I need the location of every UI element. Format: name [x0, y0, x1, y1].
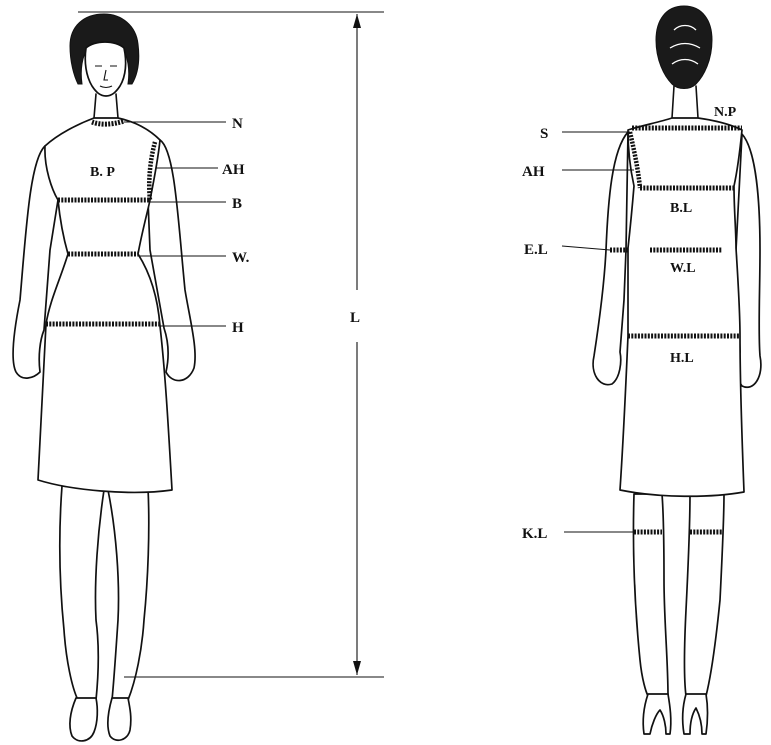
label-back-armhole: AH — [522, 164, 545, 180]
back-figure: N.P S AH B.L E.L W.L H.L K.L — [522, 6, 761, 734]
label-hip-line: H.L — [670, 351, 694, 366]
front-right-leg — [108, 488, 149, 700]
back-right-shoe — [683, 694, 708, 734]
label-bust-point: B. P — [90, 165, 115, 180]
label-knee-line: K.L — [522, 526, 547, 542]
back-hair — [656, 6, 712, 89]
front-figure: N B. P AH B W. H L — [13, 12, 384, 741]
back-left-leg — [633, 494, 668, 696]
label-elbow-line: E.L — [524, 242, 548, 258]
back-right-leg — [685, 494, 725, 696]
length-arrow-bottom — [353, 661, 361, 675]
front-left-shoe — [70, 698, 97, 741]
back-neck — [672, 86, 698, 118]
label-bust: B — [232, 196, 242, 212]
label-waist: W. — [232, 250, 250, 266]
label-neck-point: N.P — [714, 105, 737, 120]
label-front-armhole: AH — [222, 162, 245, 178]
back-elbow-leader — [562, 246, 610, 250]
front-right-shoe — [108, 698, 131, 740]
label-length: L — [350, 310, 360, 326]
label-bust-line: B.L — [670, 201, 692, 216]
label-shoulder: S — [540, 126, 548, 142]
front-left-leg — [60, 486, 104, 700]
label-neck: N — [232, 116, 243, 132]
label-hip: H — [232, 320, 244, 336]
label-waist-line: W.L — [670, 261, 696, 276]
length-arrow-top — [353, 14, 361, 28]
front-neck — [94, 94, 118, 118]
back-left-shoe — [643, 694, 671, 734]
